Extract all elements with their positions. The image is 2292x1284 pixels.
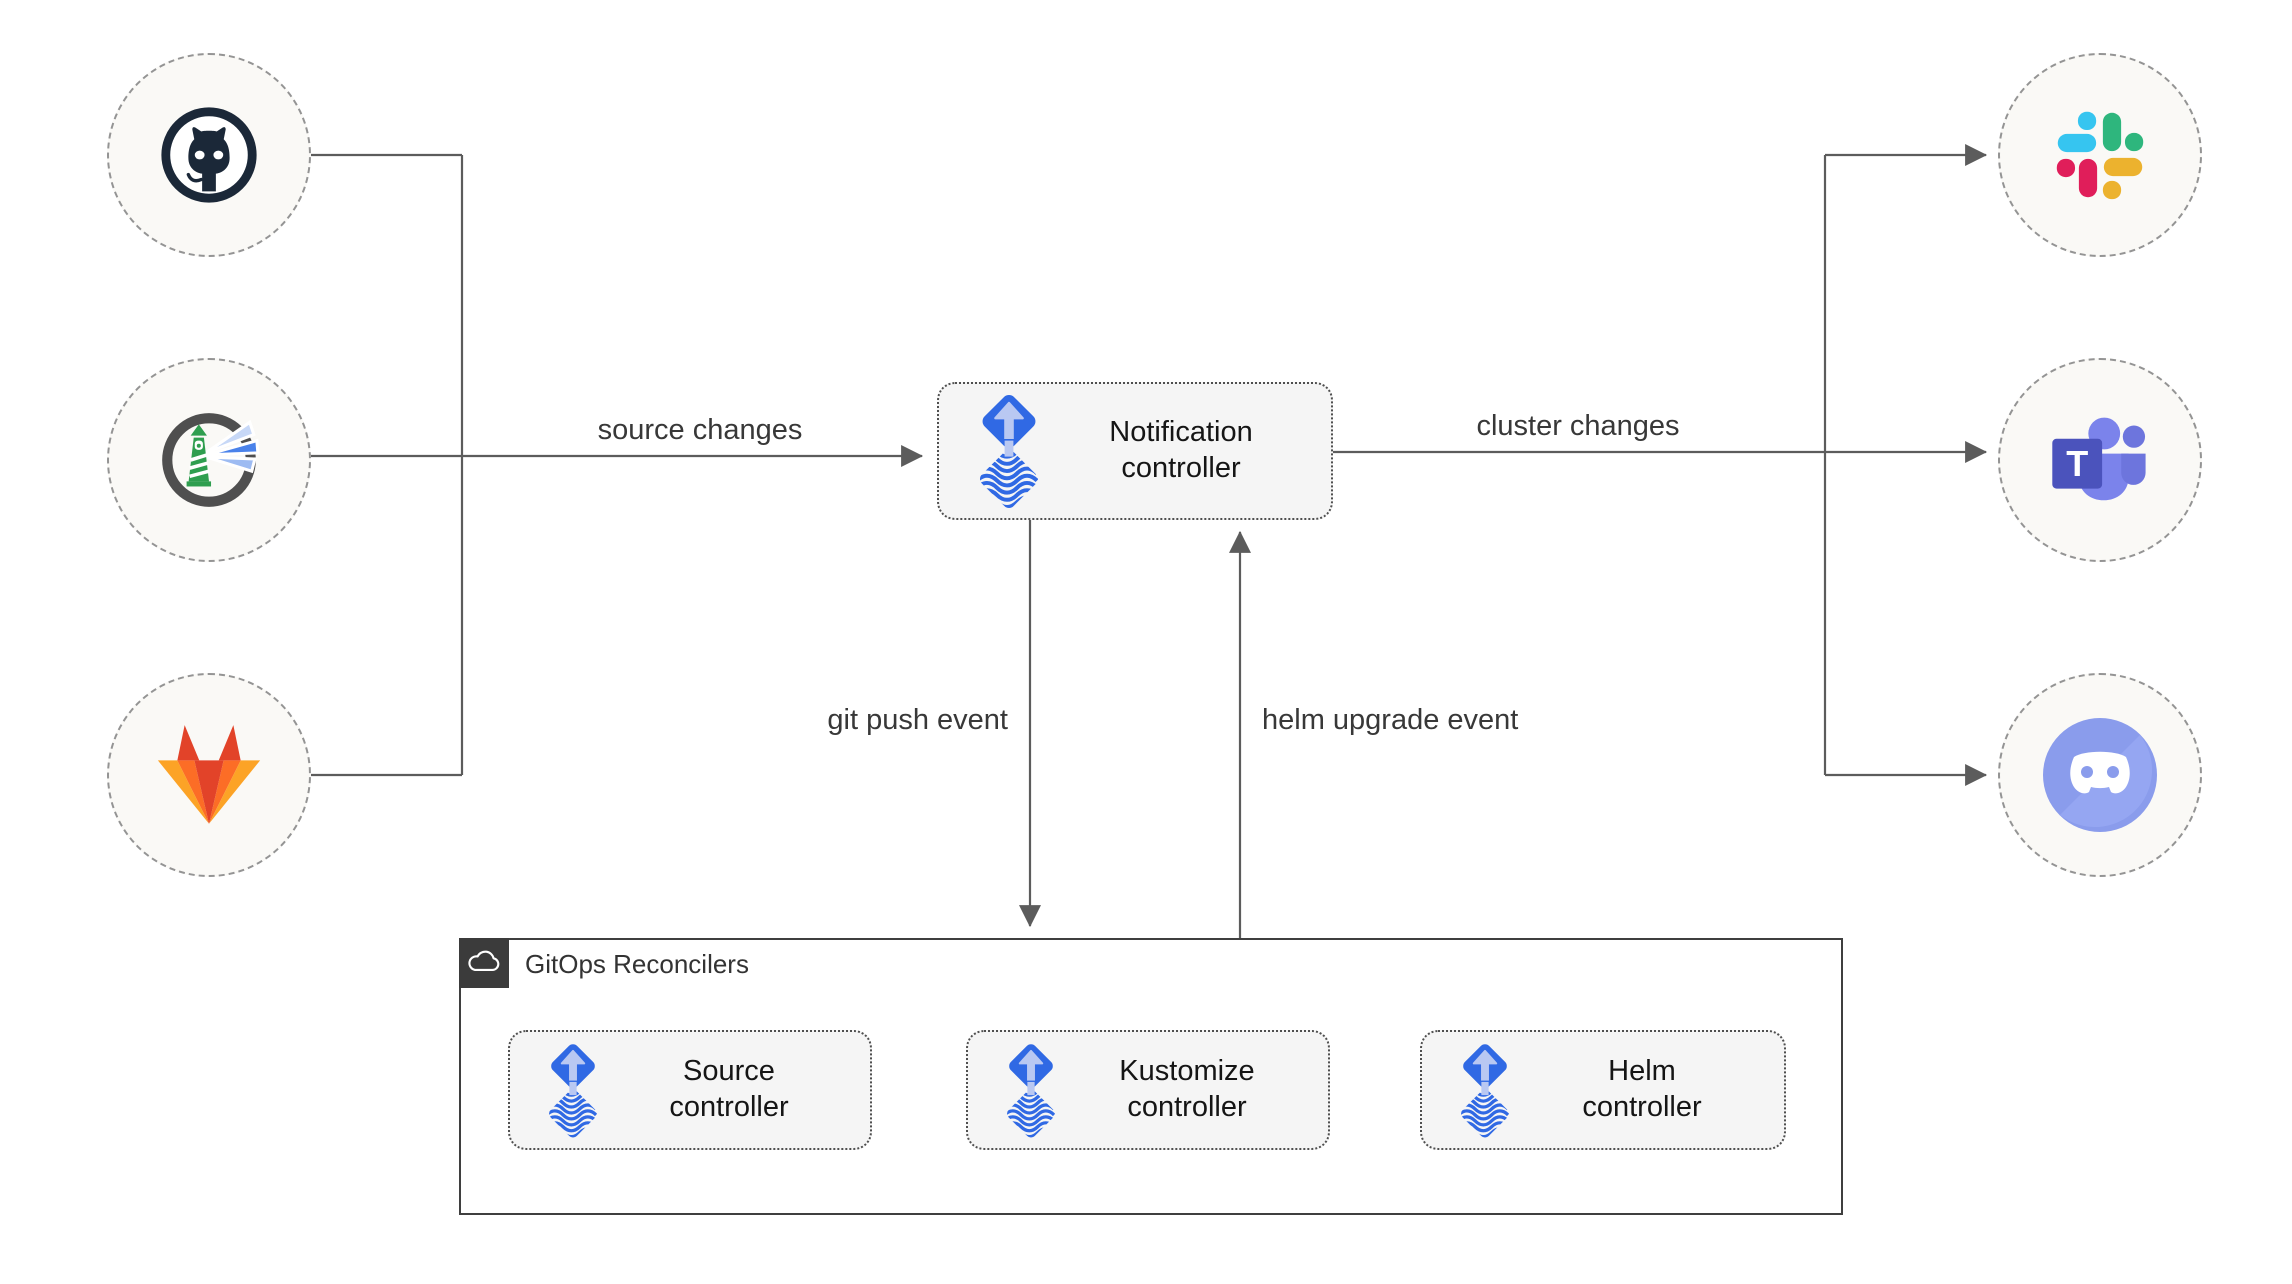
flux-icon (540, 1041, 606, 1140)
teams-icon (2047, 407, 2153, 513)
edge-label-git-push-event: git push event (827, 704, 1008, 736)
notification-controller-node[interactable]: Notification controller (937, 382, 1333, 520)
kustomize-controller-node[interactable]: Kustomize controller (966, 1030, 1330, 1150)
node-gitlab[interactable] (107, 673, 311, 877)
container-title: GitOps Reconcilers (525, 948, 749, 979)
cloud-icon (467, 946, 501, 980)
slack-icon (2052, 107, 2148, 203)
kustomize-controller-label: Kustomize controller (1119, 1055, 1255, 1123)
source-controller-node[interactable]: Source controller (508, 1030, 872, 1150)
source-bus-wire (311, 153, 464, 777)
flux-icon (1452, 1041, 1518, 1140)
node-slack[interactable] (1998, 53, 2202, 257)
helm-controller-node[interactable]: Helm controller (1420, 1030, 1786, 1150)
edge-label-cluster-changes: cluster changes (1476, 410, 1680, 442)
flux-icon (969, 391, 1049, 511)
edge-label-helm-upgrade-event: helm upgrade event (1262, 704, 1519, 736)
harbor-icon (153, 404, 265, 516)
node-teams[interactable] (1998, 358, 2202, 562)
github-icon (155, 101, 263, 209)
flux-icon (998, 1041, 1064, 1140)
discord-icon (2040, 715, 2160, 835)
node-github[interactable] (107, 53, 311, 257)
helm-controller-label: Helm controller (1582, 1055, 1702, 1123)
source-controller-label: Source controller (669, 1055, 789, 1123)
gitlab-icon (148, 719, 270, 831)
notification-controller-label: Notification controller (1109, 416, 1253, 484)
edge-label-source-changes: source changes (597, 414, 803, 446)
node-harbor[interactable] (107, 358, 311, 562)
container-header-badge (459, 938, 509, 988)
node-discord[interactable] (1998, 673, 2202, 877)
